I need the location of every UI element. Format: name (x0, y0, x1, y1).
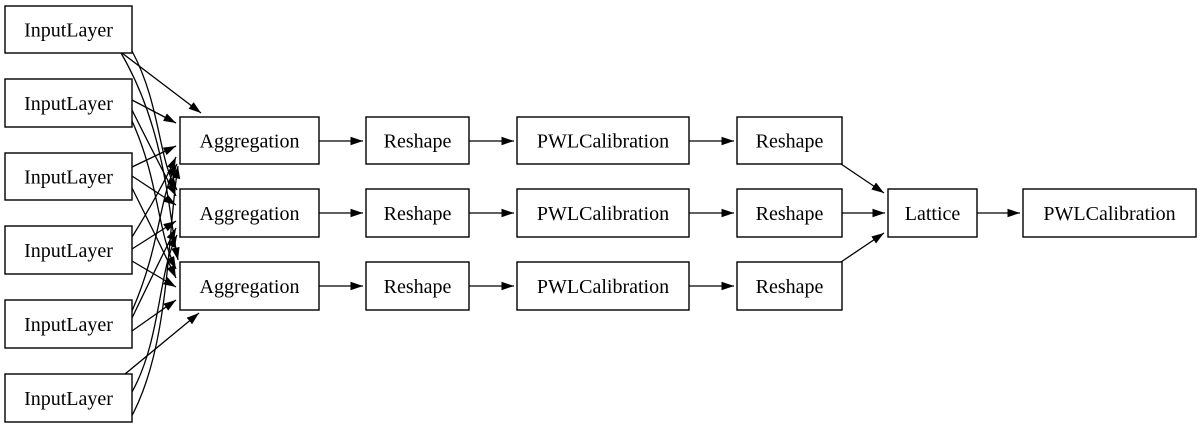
edge-input-6-to-aggregation-3 (124, 312, 200, 375)
node-box-aggregation-1 (179, 116, 320, 165)
edges-layer (120, 50, 1020, 422)
node-label-input-1: InputLayer (24, 20, 113, 42)
node-reshape-1b: Reshape (736, 116, 843, 165)
edge-input-6-to-aggregation-1 (128, 165, 181, 422)
nodes-layer: InputLayerInputLayerInputLayerInputLayer… (4, 5, 1197, 423)
node-label-aggregation-1: Aggregation (200, 131, 300, 153)
node-box-input-6 (4, 373, 133, 423)
node-lattice: Lattice (887, 188, 978, 238)
edge-input-3-to-aggregation-2 (131, 175, 177, 206)
node-aggregation-3: Aggregation (179, 261, 320, 311)
node-input-6: InputLayer (4, 373, 133, 423)
edge-input-2-to-aggregation-1 (131, 99, 177, 124)
node-aggregation-2: Aggregation (179, 188, 320, 238)
node-label-reshape-1a: Reshape (384, 131, 452, 153)
node-box-reshape-1b (736, 116, 843, 165)
node-box-pwl-calibration-1 (516, 116, 690, 165)
node-label-input-4: InputLayer (24, 240, 113, 262)
node-label-input-2: InputLayer (24, 93, 113, 115)
node-reshape-3a: Reshape (365, 261, 470, 311)
node-label-aggregation-2: Aggregation (200, 203, 300, 225)
node-box-reshape-2a (365, 188, 470, 238)
node-pwl-calibration-1: PWLCalibration (516, 116, 690, 165)
edge-input-6-to-aggregation-2 (131, 234, 178, 393)
node-pwl-calibration-3: PWLCalibration (516, 261, 690, 311)
node-label-input-5: InputLayer (24, 314, 113, 336)
node-label-pwl-calibration-1: PWLCalibration (537, 131, 669, 153)
node-box-reshape-2b (736, 188, 843, 238)
node-label-input-3: InputLayer (24, 167, 113, 189)
node-label-reshape-3a: Reshape (384, 276, 452, 298)
node-input-4: InputLayer (4, 225, 133, 275)
edge-reshape-1b-to-lattice (840, 163, 885, 194)
node-input-5: InputLayer (4, 299, 133, 349)
node-label-reshape-2a: Reshape (384, 203, 452, 225)
node-reshape-3b: Reshape (736, 261, 843, 311)
node-label-pwl-calibration-3: PWLCalibration (537, 276, 669, 298)
node-input-2: InputLayer (4, 78, 133, 128)
node-box-input-5 (4, 299, 133, 349)
node-reshape-2a: Reshape (365, 188, 470, 238)
node-box-input-2 (4, 78, 133, 128)
node-input-1: InputLayer (4, 5, 133, 54)
node-reshape-2b: Reshape (736, 188, 843, 238)
node-label-pwl-calibration-2: PWLCalibration (537, 203, 669, 225)
node-label-reshape-3b: Reshape (756, 276, 824, 298)
node-box-lattice (887, 188, 978, 238)
node-aggregation-1: Aggregation (179, 116, 320, 165)
edge-input-1-to-aggregation-2 (131, 50, 178, 191)
node-label-pwl-calibration-out: PWLCalibration (1043, 203, 1175, 225)
node-box-input-3 (4, 152, 133, 201)
edge-input-5-to-aggregation-1 (131, 163, 178, 312)
node-input-3: InputLayer (4, 152, 133, 201)
edge-input-5-to-aggregation-3 (131, 299, 177, 332)
node-pwl-calibration-2: PWLCalibration (516, 188, 690, 238)
node-box-aggregation-2 (179, 188, 320, 238)
edge-input-4-to-aggregation-2 (131, 220, 177, 250)
node-box-pwl-calibration-3 (516, 261, 690, 311)
edge-input-1-to-aggregation-1 (121, 52, 202, 114)
node-label-reshape-1b: Reshape (756, 131, 824, 153)
node-pwl-calibration-out: PWLCalibration (1022, 188, 1197, 238)
node-reshape-1a: Reshape (365, 116, 470, 165)
edge-input-3-to-aggregation-1 (131, 145, 177, 168)
node-box-pwl-calibration-out (1022, 188, 1197, 238)
node-label-reshape-2b: Reshape (756, 203, 824, 225)
node-box-pwl-calibration-2 (516, 188, 690, 238)
node-box-aggregation-3 (179, 261, 320, 311)
node-label-aggregation-3: Aggregation (200, 276, 300, 298)
node-box-input-1 (4, 5, 133, 54)
node-label-lattice: Lattice (905, 203, 961, 225)
node-box-reshape-3b (736, 261, 843, 311)
node-box-reshape-3a (365, 261, 470, 311)
edge-input-2-to-aggregation-3 (131, 120, 177, 270)
edge-reshape-3b-to-lattice (840, 232, 885, 263)
node-box-reshape-1a (365, 116, 470, 165)
node-box-input-4 (4, 225, 133, 275)
node-label-input-6: InputLayer (24, 388, 113, 410)
